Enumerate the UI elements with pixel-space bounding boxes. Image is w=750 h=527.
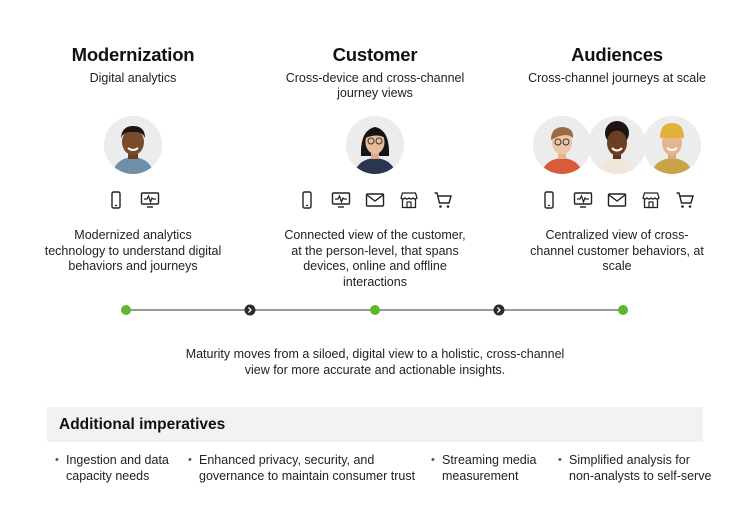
description-line: channel customer behaviors, at (530, 243, 704, 258)
imperative-line: Streaming media (442, 453, 537, 467)
customer-subtitle-line: Cross-device and cross-channel (285, 71, 465, 85)
avatar-man (104, 116, 162, 174)
summary-line: view for more accurate and actionable in… (244, 363, 506, 377)
mobile-phone-icon (290, 190, 324, 210)
avatar-woman (346, 116, 404, 174)
imperatives-header: Additional imperatives (47, 407, 703, 442)
customer-title: Customer (332, 44, 418, 65)
desktop-monitor-icon (324, 190, 358, 210)
imperative-line: capacity needs (66, 468, 150, 483)
description-line: technology to understand digital (44, 243, 222, 258)
modernization-subtitle: Digital analytics (89, 71, 177, 85)
audiences-column: Audiences Cross-channel journeys at scal… (502, 44, 732, 86)
maturity-timeline (121, 304, 628, 316)
imperative-line: governance to maintain consumer trust (199, 468, 416, 483)
timeline-node-green (121, 305, 131, 315)
timeline-node-green (618, 305, 628, 315)
imperative-line: Simplified analysis for (569, 453, 690, 467)
imperative-line: Ingestion and data (66, 453, 169, 467)
imperative-item: • Ingestion and data capacity needs (55, 453, 169, 484)
timeline-arrow-node (493, 304, 505, 316)
imperative-item: • Streaming media measurement (431, 453, 537, 484)
modernization-title: Modernization (71, 44, 195, 65)
maturity-summary: Maturity moves from a siloed, digital vi… (150, 346, 600, 378)
description-line: Modernized analytics (74, 228, 192, 242)
customer-icons (290, 190, 460, 210)
modernization-icons (99, 190, 167, 210)
imperative-line: measurement (442, 468, 519, 483)
customer-subtitle-line: journey views (337, 86, 413, 100)
description-line: Connected view of the customer, (284, 228, 466, 242)
bullet-dot-icon: • (431, 454, 435, 466)
storefront-icon (392, 190, 426, 210)
modernization-column: Modernization Digital analytics (18, 44, 248, 86)
timeline-arrow-node (244, 304, 256, 316)
email-icon (600, 190, 634, 210)
avatar-man-beanie (643, 116, 701, 174)
modernization-description: Modernized analytics technology to under… (18, 228, 248, 275)
imperative-item: • Simplified analysis for non-analysts t… (558, 453, 712, 484)
description-line: scale (602, 259, 632, 273)
avatar-woman-smiling (588, 116, 646, 174)
description-line: interactions (343, 274, 407, 289)
timeline-node-green (370, 305, 380, 315)
description-line: devices, online and offline (303, 259, 447, 273)
description-line: behaviors and journeys (68, 259, 198, 273)
imperative-item: • Enhanced privacy, security, and govern… (188, 453, 416, 484)
audiences-description: Centralized view of cross- channel custo… (502, 228, 732, 275)
imperative-line: Enhanced privacy, security, and (199, 453, 375, 467)
description-line: Centralized view of cross- (545, 228, 689, 242)
desktop-monitor-icon (566, 190, 600, 210)
audiences-icons (532, 190, 702, 210)
imperative-line: non-analysts to self-serve (569, 468, 712, 483)
shopping-cart-icon (426, 190, 460, 210)
customer-description: Connected view of the customer, at the p… (260, 228, 490, 290)
shopping-cart-icon (668, 190, 702, 210)
summary-line: Maturity moves from a siloed, digital vi… (185, 347, 565, 361)
mobile-phone-icon (99, 190, 133, 210)
storefront-icon (634, 190, 668, 210)
audiences-subtitle: Cross-channel journeys at scale (528, 71, 706, 85)
audiences-title: Audiences (571, 44, 663, 65)
email-icon (358, 190, 392, 210)
avatar-woman-glasses (533, 116, 591, 174)
bullet-dot-icon: • (55, 454, 59, 466)
bullet-dot-icon: • (558, 454, 562, 466)
description-line: at the person-level, that spans (291, 243, 459, 258)
desktop-monitor-icon (133, 190, 167, 210)
bullet-dot-icon: • (188, 454, 192, 466)
customer-column: Customer Cross-device and cross-channel … (260, 44, 490, 101)
mobile-phone-icon (532, 190, 566, 210)
imperatives-title: Additional imperatives (59, 416, 226, 433)
customer-subtitle: Cross-device and cross-channel journey v… (260, 71, 490, 101)
